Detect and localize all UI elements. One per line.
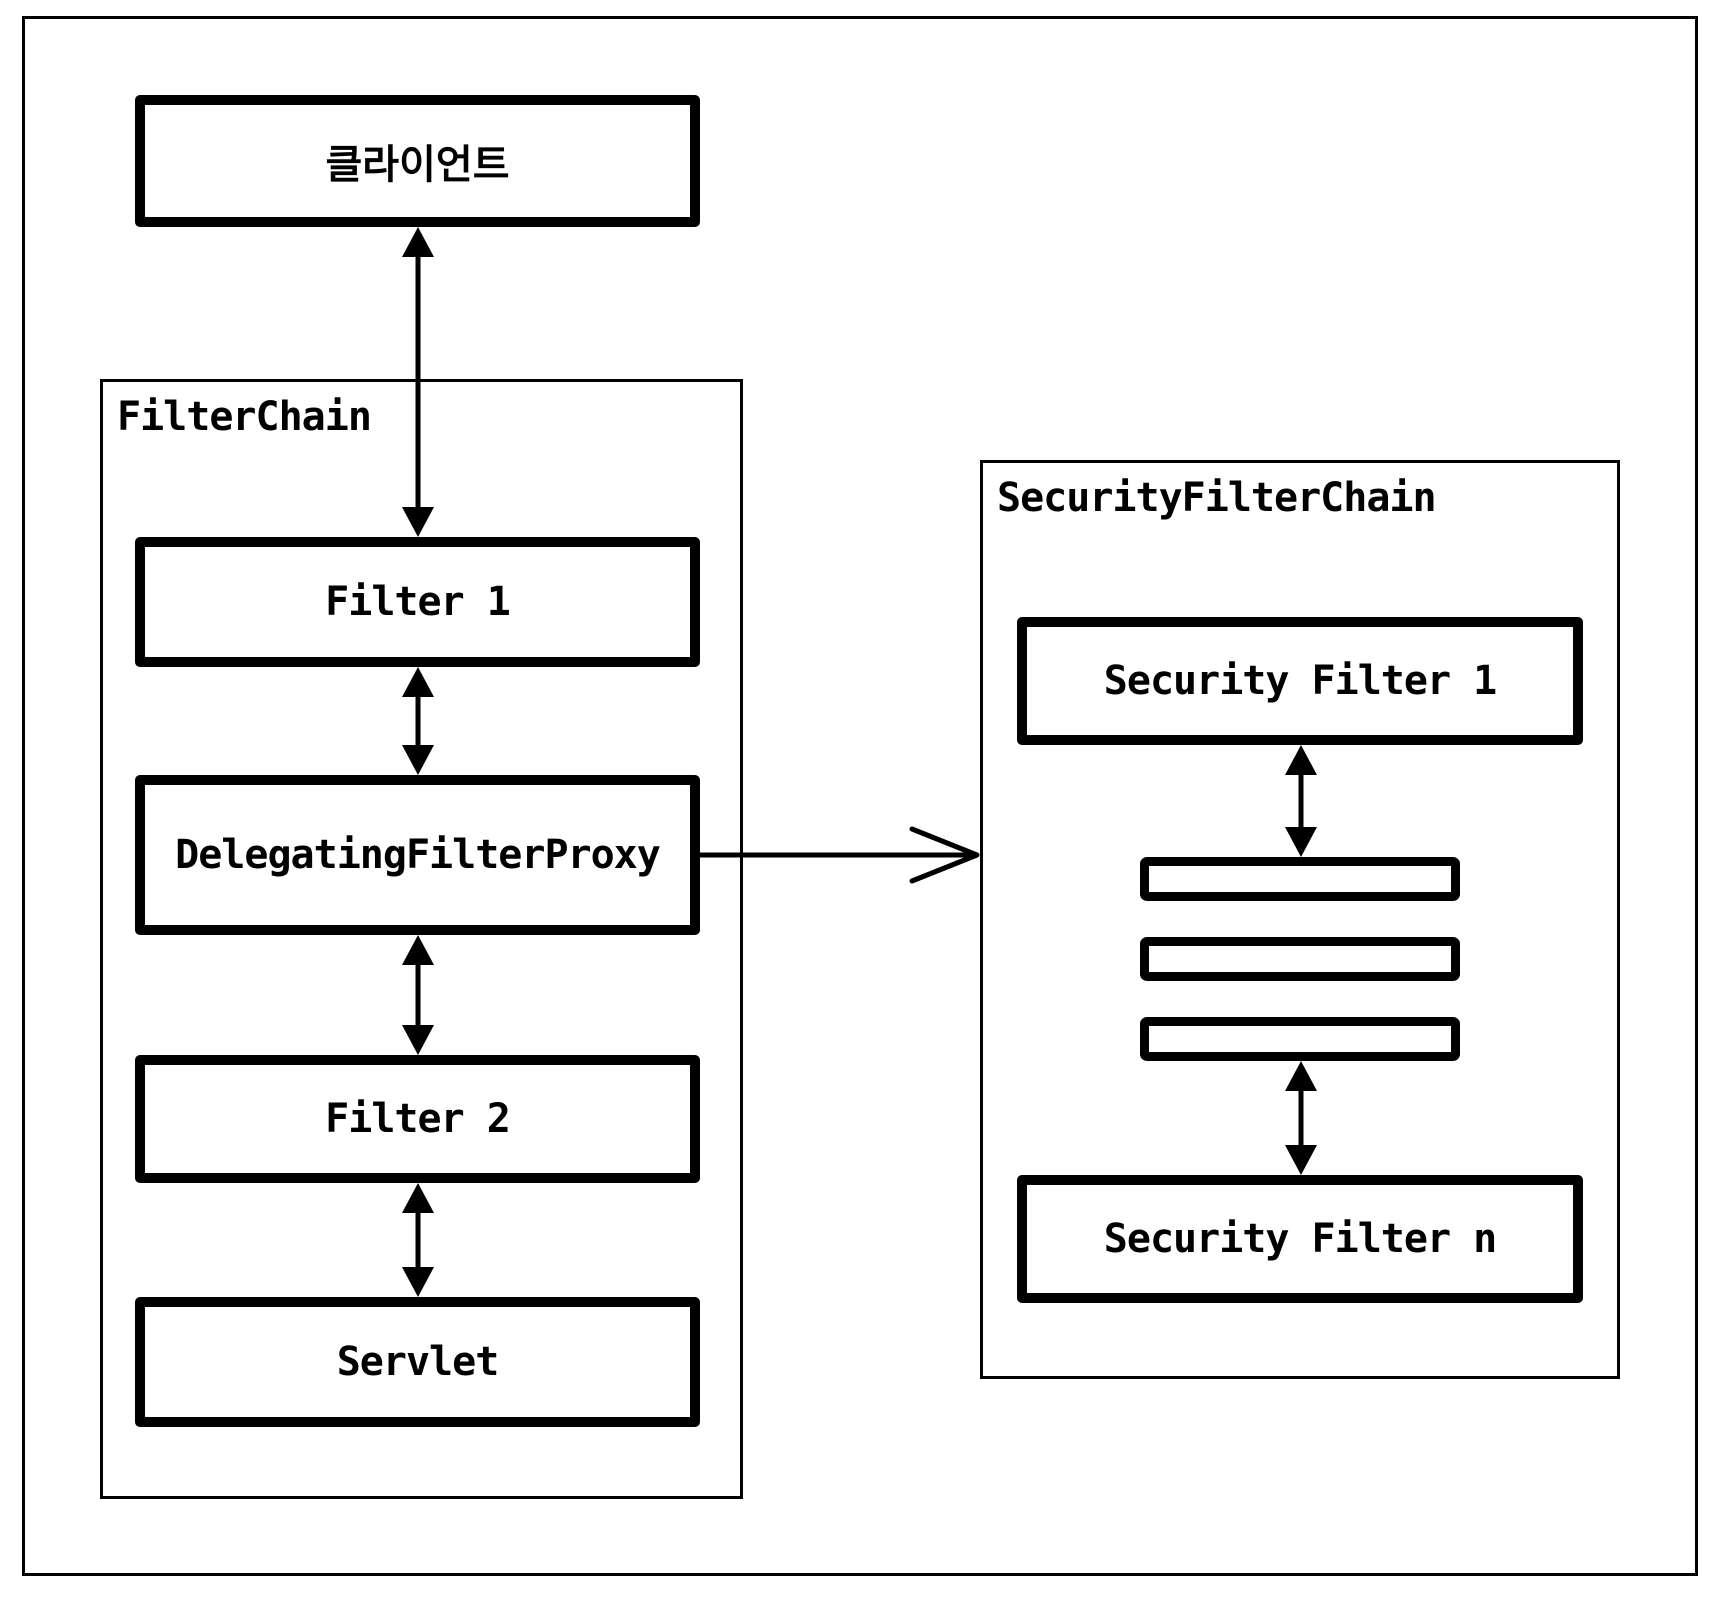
securityfilterchain-container: SecurityFilterChain: [980, 460, 1620, 1379]
diagram-outer-border: [22, 16, 1698, 1576]
ellipsis-box-1: [1140, 857, 1460, 901]
node-servlet: Servlet: [135, 1297, 700, 1427]
node-client-label: 클라이언트: [325, 142, 510, 188]
node-client: 클라이언트: [135, 95, 700, 227]
filterchain-label: FilterChain: [117, 394, 372, 440]
ellipsis-box-2: [1140, 937, 1460, 981]
node-filter-1: Filter 1: [135, 537, 700, 667]
node-delegating-filter-proxy: DelegatingFilterProxy: [135, 775, 700, 935]
node-security-filter-1: Security Filter 1: [1017, 617, 1583, 745]
node-filter-2-label: Filter 2: [325, 1096, 511, 1142]
node-security-filter-1-label: Security Filter 1: [1103, 658, 1497, 704]
node-delegating-filter-proxy-label: DelegatingFilterProxy: [175, 832, 661, 878]
node-security-filter-n-label: Security Filter n: [1103, 1216, 1497, 1262]
ellipsis-box-3: [1140, 1017, 1460, 1061]
node-filter-2: Filter 2: [135, 1055, 700, 1183]
node-filter-1-label: Filter 1: [325, 579, 511, 625]
securityfilterchain-label: SecurityFilterChain: [997, 475, 1437, 521]
node-servlet-label: Servlet: [336, 1339, 500, 1385]
filterchain-container: FilterChain: [100, 379, 743, 1499]
node-security-filter-n: Security Filter n: [1017, 1175, 1583, 1303]
